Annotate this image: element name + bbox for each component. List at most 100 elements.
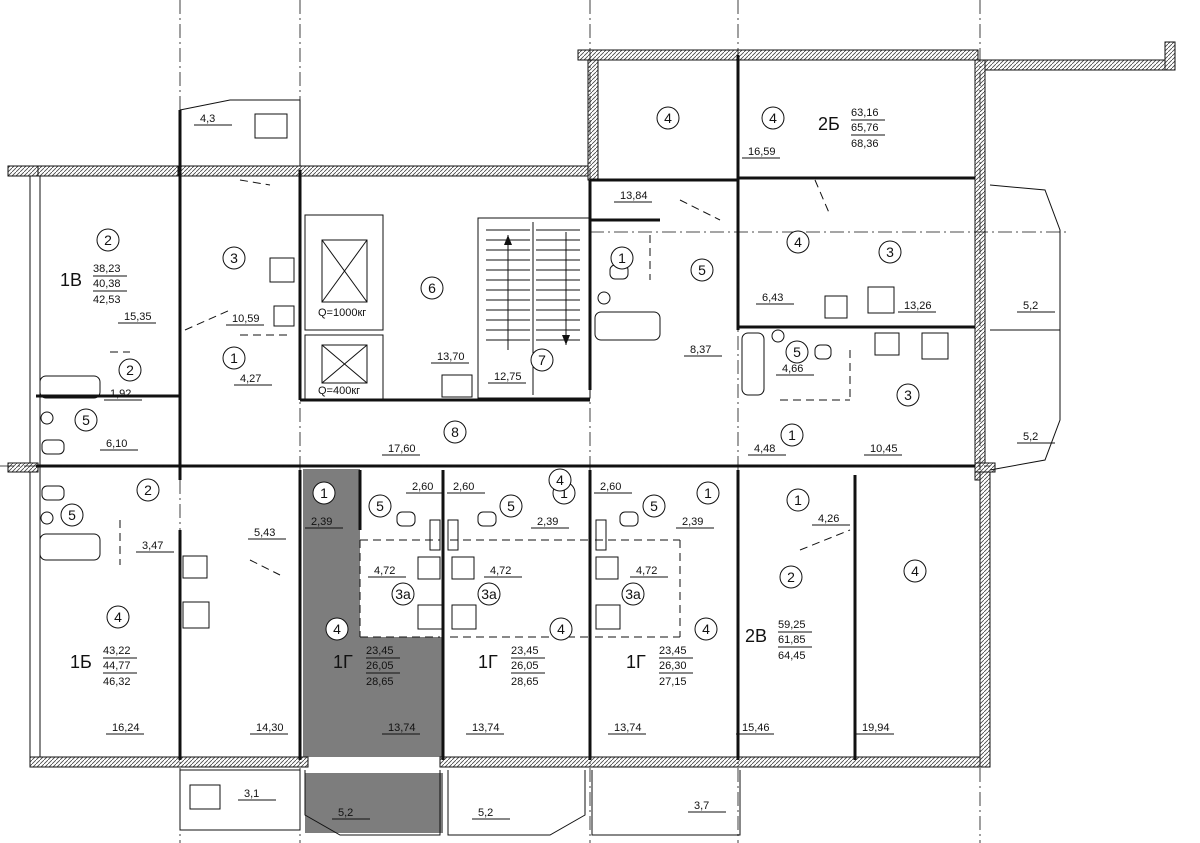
room-number: 3 xyxy=(230,250,238,266)
room-circle xyxy=(549,617,573,641)
apartment-area-with-balcony: 68,36 xyxy=(851,138,879,150)
room-circle xyxy=(786,230,810,254)
room-circle xyxy=(312,481,336,505)
room-circle xyxy=(325,617,349,641)
room-circle xyxy=(499,494,523,518)
apartment-type: 2В xyxy=(745,626,767,646)
room-circle xyxy=(696,481,720,505)
apartment-area-total: 61,85 xyxy=(778,634,806,646)
room-marker: 4 xyxy=(903,559,927,583)
room-area-label: 5,2 xyxy=(338,807,353,819)
room-marker: 2 xyxy=(96,228,120,252)
apartment-area-living: 43,22 xyxy=(103,645,131,657)
room-circle xyxy=(690,258,714,282)
room-area-label: 16,59 xyxy=(748,146,776,158)
apartment-area-living: 59,25 xyxy=(778,619,806,631)
room-marker: 1 xyxy=(222,346,246,370)
room-number: 4 xyxy=(114,609,122,625)
room-circle xyxy=(786,488,810,512)
room-number: 4 xyxy=(769,110,777,126)
room-number: 1 xyxy=(320,485,328,501)
room-marker: 4 xyxy=(549,617,573,641)
room-area-label: 17,60 xyxy=(388,443,416,455)
apartment-type: 1В xyxy=(60,270,82,290)
room-number: 3 xyxy=(886,244,894,260)
room-circle xyxy=(443,420,467,444)
apartment-area-with-balcony: 64,45 xyxy=(778,650,806,662)
room-circle xyxy=(391,582,415,606)
room-circle xyxy=(761,106,785,130)
room-marker: 1 xyxy=(312,481,336,505)
room-area-label: 5,43 xyxy=(254,527,275,539)
room-marker: 4 xyxy=(761,106,785,130)
room-circle xyxy=(642,494,666,518)
room-circle xyxy=(656,106,680,130)
room-area-label: 5,2 xyxy=(1023,300,1038,312)
room-marker: 3а xyxy=(391,582,415,606)
room-area-label: 8,37 xyxy=(690,344,711,356)
room-circle xyxy=(903,559,927,583)
room-area-label: 19,94 xyxy=(862,722,890,734)
room-marker: 5 xyxy=(74,408,98,432)
room-area-label: 12,75 xyxy=(494,371,522,383)
apartment-labels: 1В38,2340,3842,532Б63,1665,7668,361Б43,2… xyxy=(60,107,885,688)
room-marker: 4 xyxy=(548,468,572,492)
room-area-label: 2,60 xyxy=(600,481,621,493)
room-area-label: 4,26 xyxy=(818,513,839,525)
room-area-label: 3,47 xyxy=(142,540,163,552)
room-circle xyxy=(896,383,920,407)
room-marker: 3а xyxy=(477,582,501,606)
room-marker: 2 xyxy=(136,478,160,502)
room-area-label: 15,35 xyxy=(124,311,152,323)
room-number: 3а xyxy=(625,586,641,602)
room-area-label: 10,45 xyxy=(870,443,898,455)
room-area-label: 13,26 xyxy=(904,300,932,312)
room-marker: 3 xyxy=(896,383,920,407)
room-area-label: 6,43 xyxy=(762,292,783,304)
room-number: 4 xyxy=(794,234,802,250)
highlighted-apartment xyxy=(303,469,443,833)
room-marker: 5 xyxy=(60,503,84,527)
room-area-label: 1,92 xyxy=(110,388,131,400)
apartment-area-total: 44,77 xyxy=(103,660,131,672)
room-number: 1 xyxy=(230,350,238,366)
apartment-area-with-balcony: 42,53 xyxy=(93,294,121,306)
room-circle xyxy=(610,246,634,270)
room-area-label: 2,39 xyxy=(537,516,558,528)
room-number: 2 xyxy=(144,482,152,498)
room-number: 5 xyxy=(376,498,384,514)
room-area-label: 4,66 xyxy=(782,363,803,375)
room-marker: 2 xyxy=(118,358,142,382)
exterior-walls xyxy=(7,41,1176,768)
room-circle xyxy=(694,617,718,641)
room-marker: 1 xyxy=(610,246,634,270)
room-number: 5 xyxy=(793,344,801,360)
room-marker: 5 xyxy=(368,494,392,518)
apartment-area-with-balcony: 28,65 xyxy=(511,676,539,688)
room-marker: 4 xyxy=(325,617,349,641)
room-circle xyxy=(530,348,554,372)
apartment-area-living: 23,45 xyxy=(659,645,687,657)
room-circle xyxy=(621,582,645,606)
room-marker: 5 xyxy=(785,340,809,364)
room-area-label: 13,74 xyxy=(472,722,500,734)
room-circle xyxy=(74,408,98,432)
room-marker: 5 xyxy=(690,258,714,282)
room-number: 5 xyxy=(698,262,706,278)
room-number: 4 xyxy=(557,621,565,637)
room-number: 3а xyxy=(481,586,497,602)
room-area-label: 4,72 xyxy=(374,565,395,577)
room-circle xyxy=(136,478,160,502)
apartment-area-living: 63,16 xyxy=(851,107,879,119)
room-area-label: 4,27 xyxy=(240,373,261,385)
room-number: 3а xyxy=(395,586,411,602)
apartment-area-total: 26,05 xyxy=(366,660,394,672)
room-number: 1 xyxy=(794,492,802,508)
room-circle xyxy=(477,582,501,606)
axis-lines xyxy=(0,0,1070,843)
